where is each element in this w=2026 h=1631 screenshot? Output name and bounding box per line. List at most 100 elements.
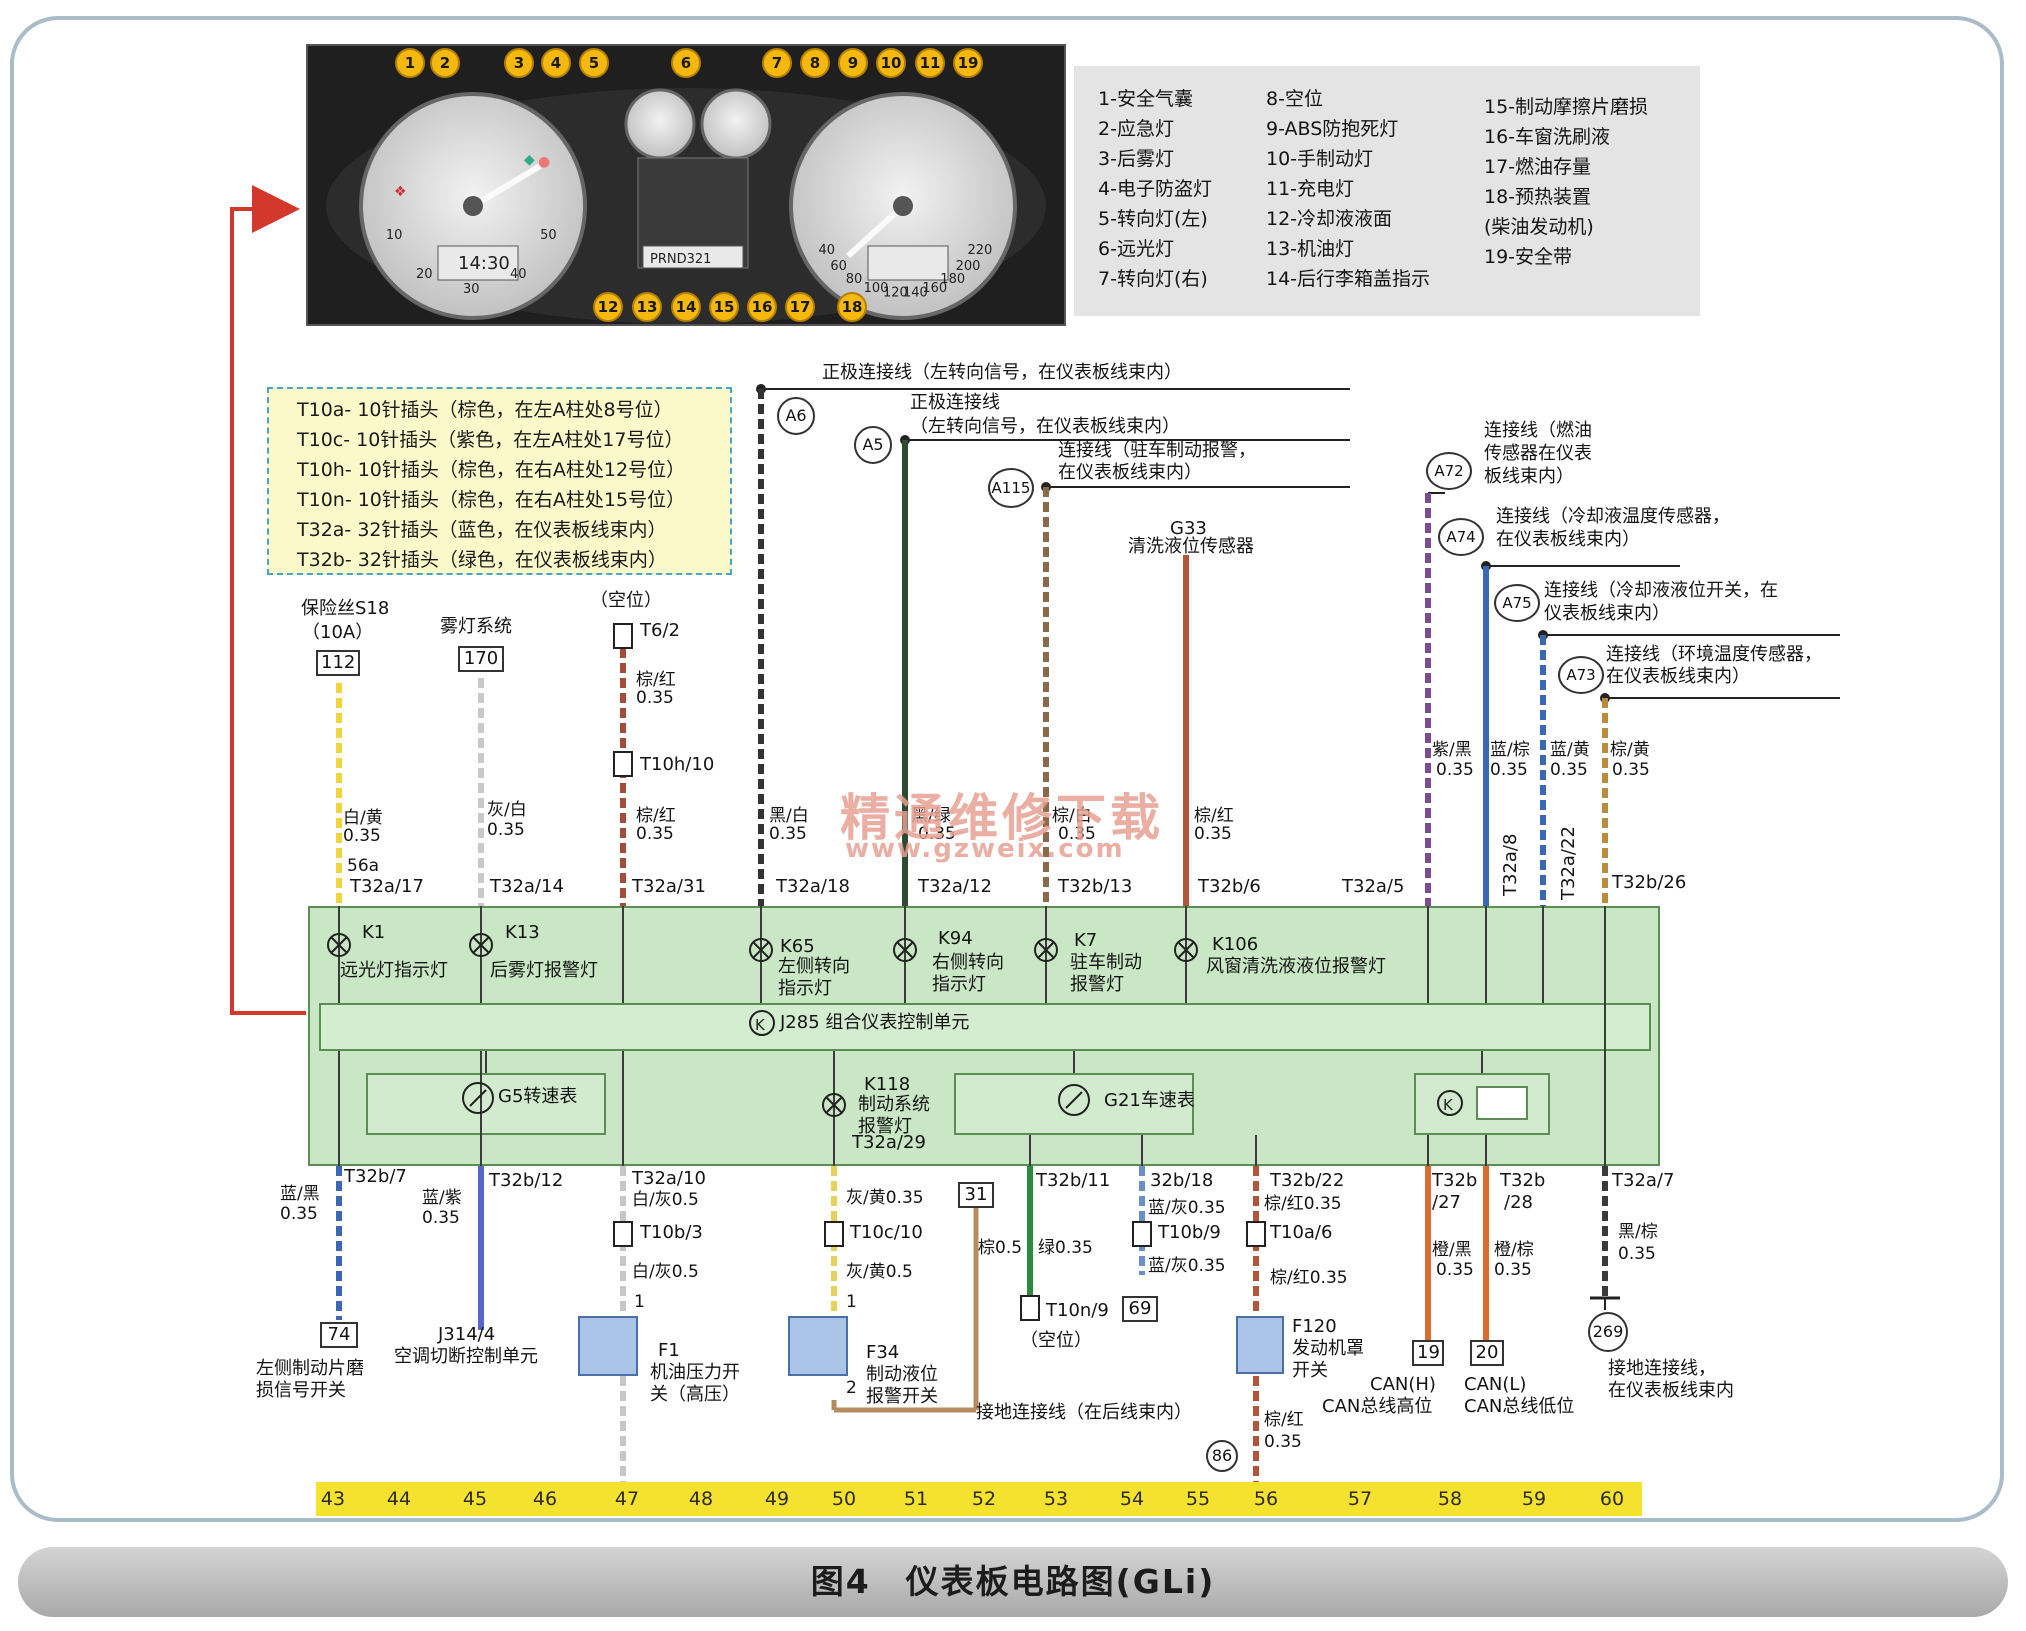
wire-size-label: 0.35 [636,688,674,708]
cluster-callout-badge: 19 [953,48,983,78]
k1-label: K1 [362,922,386,943]
pin-label: T32b/22 [1270,1170,1345,1191]
t6-pin [613,623,633,649]
svg-text:❖: ❖ [394,184,407,200]
f34-description-line2: 报警开关 [866,1386,938,1407]
wire-color-label: 橙/棕 [1494,1240,1534,1260]
g21-gauge-icon [1058,1084,1090,1116]
connector-row: T32b- 32针插头（绿色，在仪表板线束内） [297,549,667,571]
a5-description-line2: （左转向信号，在仪表板线束内） [910,416,1180,437]
track-number: 46 [532,1488,558,1510]
pin-label: T32b/13 [1058,876,1133,897]
wire-color-label: 蓝/灰0.35 [1148,1198,1226,1218]
f34-label: F34 [866,1342,900,1363]
t10h-label: T10h/10 [640,754,715,775]
wire-size-label: 0.35 [1058,824,1096,844]
pin-56a-label: 56a [347,856,380,876]
pin-label: T32b/11 [1036,1170,1111,1191]
legend-item: 19-安全带 [1484,246,1573,268]
t6-label: T6/2 [640,620,680,641]
track-number: 48 [688,1488,714,1510]
pin-label: T32a/22 [1558,826,1579,900]
track-number: 50 [831,1488,857,1510]
box-74: 74 [320,1322,358,1348]
odometer-left-readout: 14:30 [458,253,510,274]
pin-number: 1 [846,1292,857,1312]
a5-description-line1: 正极连接线 [910,392,1000,413]
wire-size-label: 0.35 [1436,1260,1474,1280]
wire-size-label: 0.35 [1550,760,1588,780]
return-arrow [230,185,306,1015]
cluster-callout-badge: 16 [747,292,777,322]
lamp-k7-icon [1034,938,1058,962]
dial-tick-label: 160 [922,281,947,296]
can-low-label: CAN(L) [1464,1374,1527,1395]
t10b3-pin [613,1221,633,1247]
a73-description-line1: 连接线（环境温度传感器， [1606,644,1822,665]
wire-color-label: 绿0.35 [1038,1238,1093,1258]
j314-label: J314/4 [438,1324,496,1345]
cluster-callout-badge: 18 [837,292,867,322]
k7-label: K7 [1074,930,1098,951]
watermark-text: 精通维修下载 [840,789,1164,847]
legend-item: 14-后行李箱盖指示 [1266,268,1431,290]
legend-item: 17-燃油存量 [1484,156,1592,178]
wire-color-label: 棕/红 [1264,1410,1304,1430]
track-number: 44 [386,1488,412,1510]
dial-tick-label: 30 [463,282,480,297]
current-track-bar [316,1482,1642,1516]
pin-label: T32b [1500,1170,1546,1191]
a72-description-line3: 板线束内） [1484,466,1574,487]
legend-item: (柴油发动机) [1484,216,1594,238]
can-high-description: CAN总线高位 [1322,1396,1433,1417]
wire-size-label: 0.35 [1612,760,1650,780]
f34-description-line1: 制动液位 [866,1364,938,1385]
t10h-pin [613,751,633,777]
wire-size-label: 0.35 [280,1204,318,1224]
pin-label: T32a/14 [490,876,564,897]
dial-tick-label: 80 [846,272,863,287]
wire-color-label: 蓝/黄 [1550,740,1590,760]
legend-item: 4-电子防盗灯 [1098,178,1212,200]
lamp-k1-icon [327,933,351,957]
pin-label: T32b/12 [489,1170,564,1191]
legend-item: 13-机油灯 [1266,238,1355,260]
k7-description-line2: 报警灯 [1070,974,1124,995]
j285-control-unit-bar [319,1003,1651,1051]
legend-item: 5-转向灯(左) [1098,208,1208,230]
pin-label: T32a/10 [632,1168,706,1189]
a75-description-line1: 连接线（冷却液液位开关，在 [1544,580,1778,601]
box-31: 31 [958,1182,994,1208]
a115-description-line2: 在仪表板线束内） [1058,462,1202,483]
k65-label: K65 [780,936,815,957]
wire-size-label: 0.35 [1618,1244,1656,1264]
track-number: 57 [1347,1488,1373,1510]
wire-size-label: 0.35 [1194,824,1232,844]
tag-269: 269 [1588,1312,1628,1352]
k1-description: 远光灯指示灯 [340,960,448,981]
dial-tick-label: 200 [956,259,981,274]
tag-a75: A75 [1494,584,1540,622]
wire-color-label: 棕/白 [1052,806,1092,826]
fog-system-label: 雾灯系统 [440,616,512,637]
box-20: 20 [1470,1340,1504,1366]
fuse-label: 保险丝S18 [301,598,390,619]
wire-color-label: 蓝/棕 [1490,740,1530,760]
g5-tachometer-box [366,1073,606,1135]
wire-size-label: 0.35 [918,824,956,844]
connector-row: T32a- 32针插头（蓝色，在仪表板线束内） [297,519,667,541]
gear-indicator-readout: PRND321 [650,252,711,267]
wire-size-label: 0.35 [422,1208,460,1228]
dial-tick-label: 20 [416,267,433,282]
k118-label: K118 [864,1074,911,1095]
svg-text:◆: ◆ [524,152,535,168]
ground-269-line2: 在仪表板线束内 [1608,1380,1734,1401]
cluster-callout-badge: 1 [395,48,425,78]
wire-color-label: 黑/棕 [1618,1222,1658,1242]
pin-label: T32b/26 [1612,872,1687,893]
dial-tick-label: 50 [540,228,557,243]
wire-size-label: 0.35 [343,826,381,846]
legend-column-3: 15-制动摩擦片磨损 16-车窗洗刷液 17-燃油存量 18-预热装置 (柴油发… [1484,92,1648,272]
legend-item: 8-空位 [1266,88,1323,110]
wire-color-label: 蓝/黑 [280,1184,320,1204]
